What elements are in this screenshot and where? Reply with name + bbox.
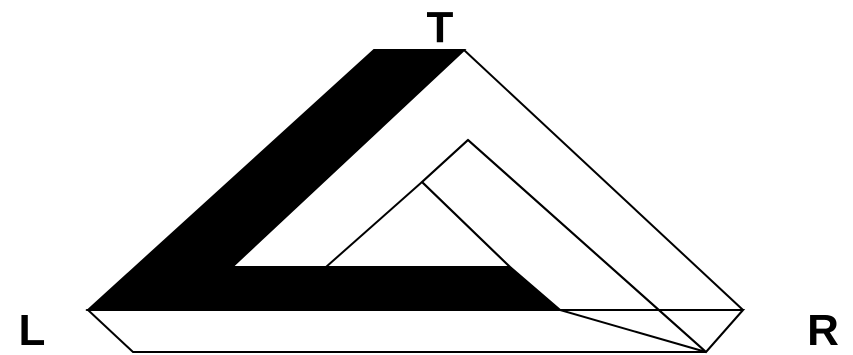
inner-diagonal xyxy=(326,182,422,267)
label-right: R xyxy=(807,306,839,355)
inner-right-edge xyxy=(422,182,510,267)
inner-top-edge xyxy=(422,140,468,182)
label-top: T xyxy=(427,3,454,52)
bottom-bar-face xyxy=(88,310,743,352)
label-left: L xyxy=(19,306,46,355)
